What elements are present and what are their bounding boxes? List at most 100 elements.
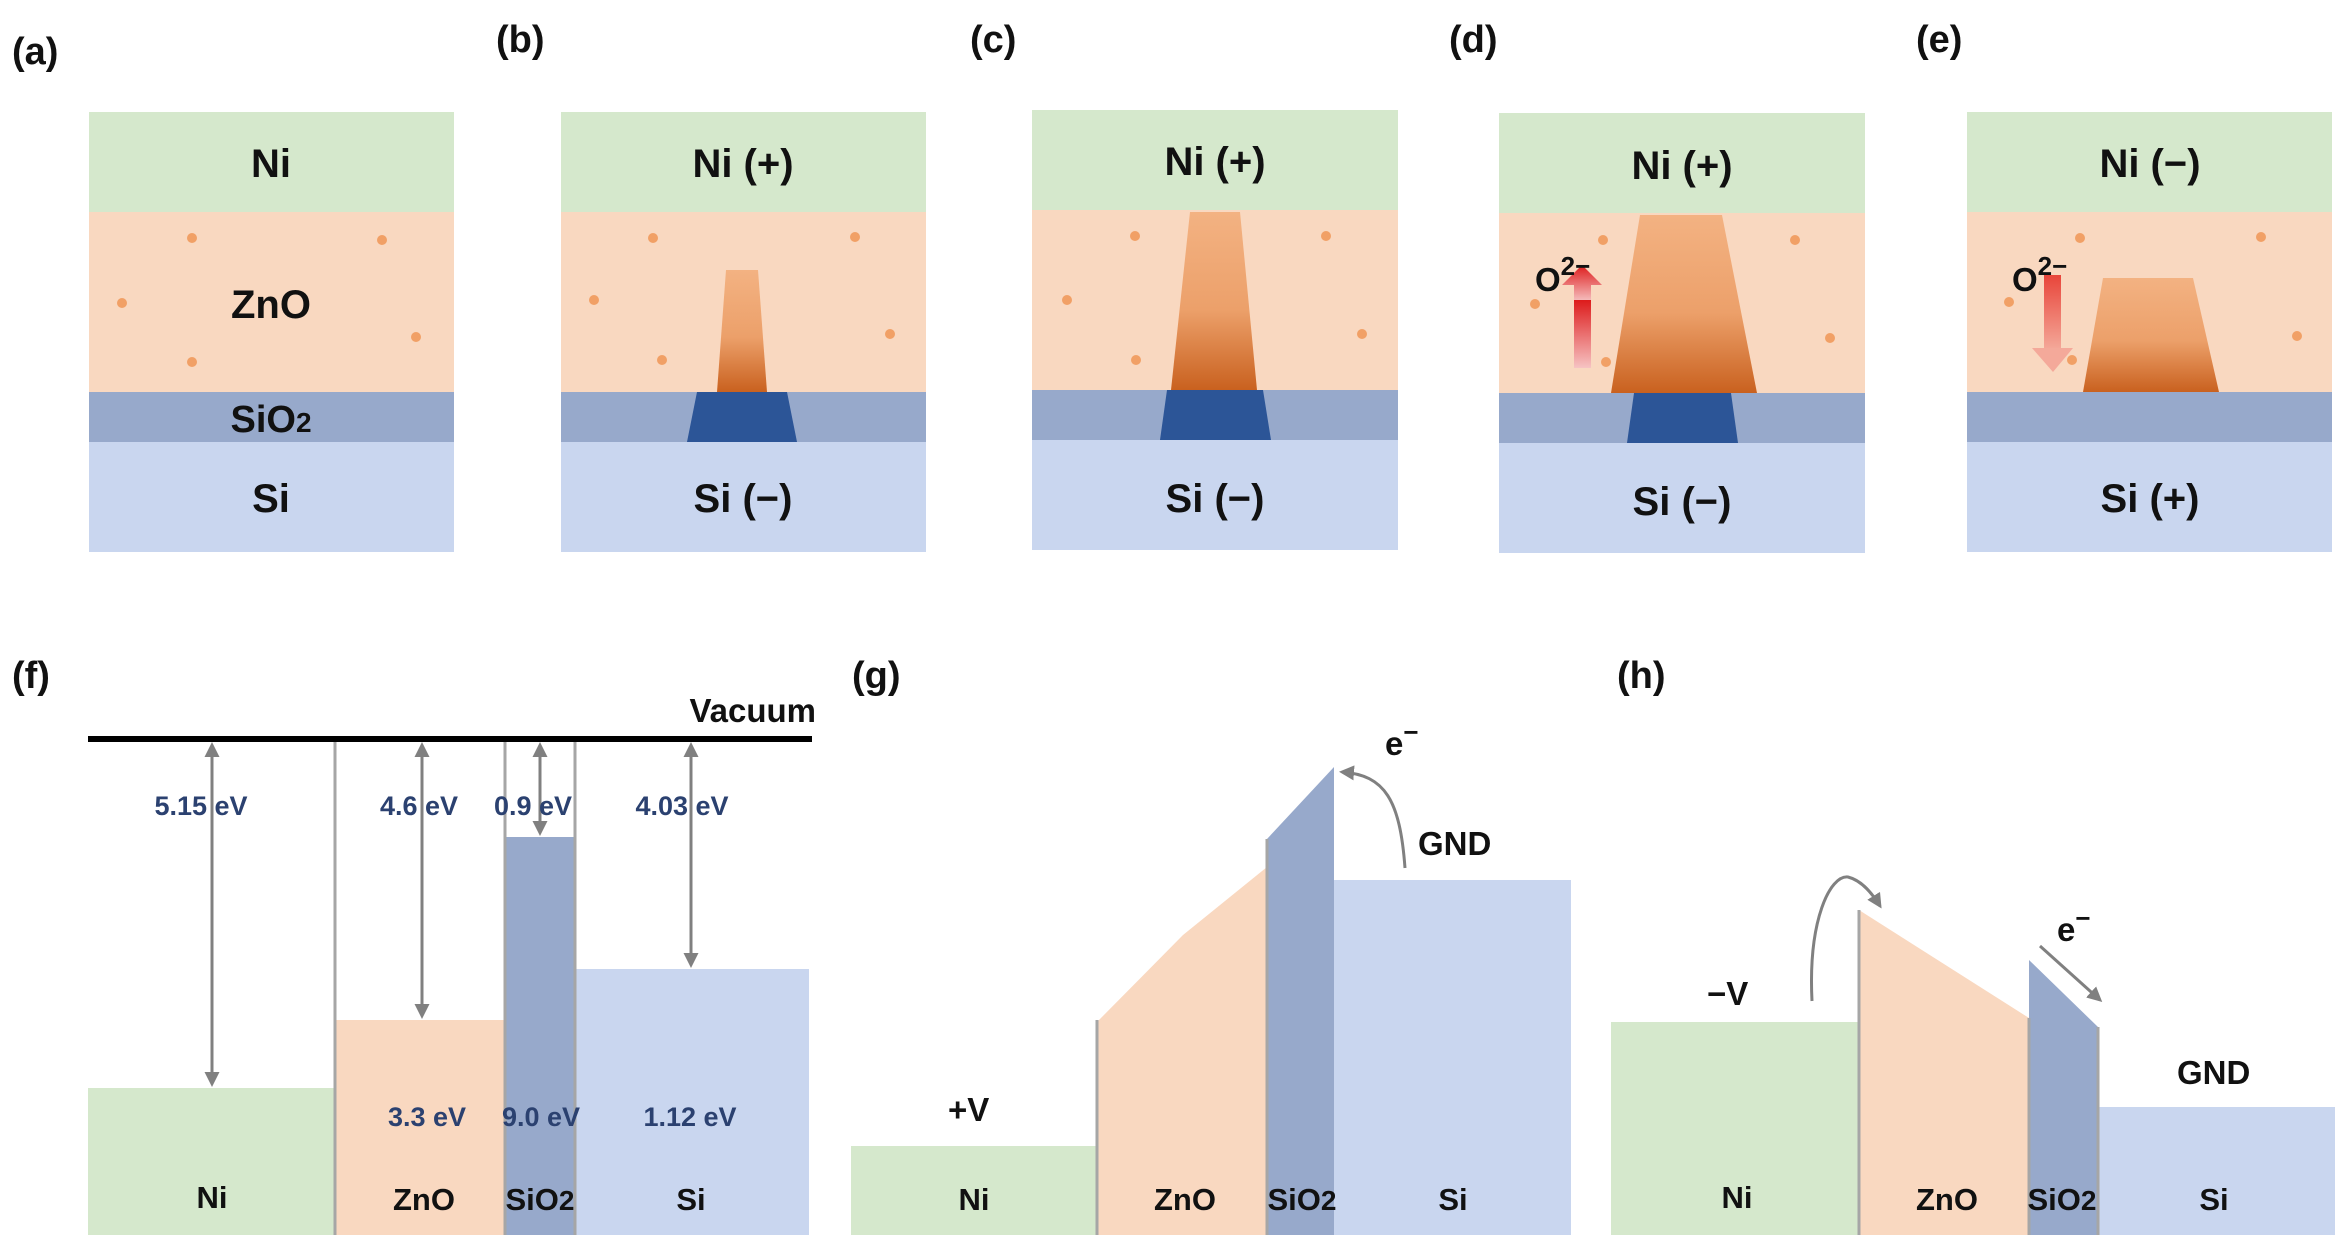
vacancy-dot bbox=[2067, 355, 2077, 365]
oxygen-vacancies bbox=[2004, 232, 2302, 365]
electron-tunnel-arrow bbox=[2038, 944, 2103, 1003]
ni-label: Ni (−) bbox=[2099, 142, 2200, 186]
vacancy-dot bbox=[1601, 357, 1611, 367]
si-layer bbox=[89, 442, 454, 552]
ni-label: Ni (+) bbox=[692, 142, 793, 186]
sio2-filament bbox=[687, 392, 797, 442]
panel-c-label: (c) bbox=[970, 19, 1016, 61]
si-layer bbox=[1499, 443, 1865, 553]
ni-band bbox=[851, 1146, 1097, 1235]
oxygen-ion-down-arrow bbox=[2032, 275, 2073, 372]
oxygen-ion-label: O2− bbox=[2012, 251, 2067, 298]
zno-label: ZnO bbox=[231, 283, 311, 327]
ni-band bbox=[88, 1088, 335, 1235]
si-layer bbox=[1032, 440, 1398, 550]
si-band bbox=[575, 969, 809, 1235]
gnd-label: GND bbox=[2177, 1054, 2250, 1091]
si-label: Si (−) bbox=[1166, 477, 1265, 521]
sio2-label: SiO2 bbox=[2028, 1182, 2097, 1217]
ni-label: Ni bbox=[251, 142, 291, 186]
oxygen-vacancies bbox=[1062, 231, 1367, 365]
ni-label: Ni bbox=[959, 1182, 990, 1217]
vacancy-dot bbox=[850, 232, 860, 242]
vacancy-dot bbox=[187, 357, 197, 367]
vacancy-dot bbox=[2075, 233, 2085, 243]
vacancy-dot bbox=[1825, 333, 1835, 343]
si-label: Si bbox=[2199, 1182, 2228, 1217]
vacancy-dot bbox=[2292, 331, 2302, 341]
vacancy-dot bbox=[1790, 235, 1800, 245]
oxygen-vacancies bbox=[1530, 235, 1835, 367]
sio2-affinity: 0.9 eV bbox=[494, 791, 572, 821]
panel-a-label: (a) bbox=[12, 31, 58, 73]
vacancy-dot bbox=[1062, 295, 1072, 305]
zno-band bbox=[335, 1020, 505, 1235]
panel-b: (b) Ni (+) Si (−) bbox=[496, 19, 926, 552]
vacancy-dot bbox=[117, 298, 127, 308]
interface-lines bbox=[333, 740, 577, 1235]
sio2-filament bbox=[1160, 390, 1271, 440]
vacancy-dot bbox=[377, 235, 387, 245]
sio2-label: SiO2 bbox=[230, 399, 311, 441]
zno-layer bbox=[89, 212, 454, 392]
vacancy-dot bbox=[648, 233, 658, 243]
panel-f: (f) Vacuum 5.15 eV 4.6 eV 0.9 eV 4.03 eV… bbox=[12, 655, 816, 1235]
conductive-filament bbox=[1611, 215, 1757, 393]
si-label: Si bbox=[1438, 1182, 1467, 1217]
oxygen-ion-label: O2− bbox=[1535, 251, 1590, 298]
oxygen-vacancies bbox=[589, 232, 895, 365]
panel-f-label: (f) bbox=[12, 655, 50, 697]
sio2-band bbox=[1267, 839, 1334, 1235]
panel-h-label: (h) bbox=[1617, 655, 1666, 697]
si-label: Si (+) bbox=[2101, 477, 2200, 521]
energy-arrows bbox=[204, 742, 699, 1087]
ni-layer bbox=[1967, 112, 2332, 212]
zno-label: ZnO bbox=[393, 1182, 455, 1217]
vacancy-dot bbox=[1131, 355, 1141, 365]
panel-c: (c) Ni (+) Si (−) bbox=[970, 19, 1398, 550]
gnd-label: GND bbox=[1418, 825, 1491, 862]
electron-label: e− bbox=[1385, 717, 1419, 762]
sio2-layer bbox=[89, 392, 454, 442]
ni-label: Ni (+) bbox=[1631, 144, 1732, 188]
vacancy-dot bbox=[589, 295, 599, 305]
vacancy-dot bbox=[1130, 231, 1140, 241]
bias-label: +V bbox=[948, 1091, 989, 1128]
ni-label: Ni bbox=[197, 1180, 228, 1215]
ni-label: Ni (+) bbox=[1164, 140, 1265, 184]
electron-arrow bbox=[1339, 765, 1407, 869]
si-layer bbox=[1967, 442, 2332, 552]
vacancy-dot bbox=[885, 329, 895, 339]
ni-layer bbox=[561, 112, 926, 212]
zno-band bbox=[1859, 910, 2029, 1235]
vacancy-dot bbox=[187, 233, 197, 243]
interface-lines bbox=[1857, 910, 2100, 1235]
zno-label: ZnO bbox=[1916, 1182, 1978, 1217]
ni-band bbox=[1611, 1022, 1859, 1235]
vacancy-dot bbox=[1357, 329, 1367, 339]
vacancy-dot bbox=[1530, 299, 1540, 309]
si-band bbox=[1334, 880, 1571, 1235]
panel-g: (g) e− GND +V Ni ZnO SiO2 Si bbox=[851, 655, 1571, 1235]
si-label: Si bbox=[676, 1182, 705, 1217]
sio2-bandgap: 9.0 eV bbox=[502, 1102, 580, 1132]
ni-layer bbox=[89, 112, 454, 212]
sio2-label: SiO2 bbox=[506, 1182, 575, 1217]
zno-label: ZnO bbox=[1154, 1182, 1216, 1217]
sio2-filament bbox=[1627, 393, 1738, 443]
interface-lines bbox=[1095, 839, 1269, 1235]
vacuum-label: Vacuum bbox=[689, 692, 816, 729]
si-band bbox=[2098, 1107, 2335, 1235]
panel-h: (h) e− −V GND Ni ZnO SiO2 Si bbox=[1611, 655, 2335, 1235]
vacancy-dot bbox=[1598, 235, 1608, 245]
si-label: Si (−) bbox=[1633, 480, 1732, 524]
zno-bandgap: 3.3 eV bbox=[388, 1102, 466, 1132]
oxygen-vacancies bbox=[117, 233, 421, 367]
panel-d-label: (d) bbox=[1449, 19, 1498, 61]
sio2-barrier-tip bbox=[1267, 767, 1334, 839]
zno-band bbox=[1097, 867, 1267, 1235]
conductive-filament bbox=[717, 270, 767, 392]
conductive-filament bbox=[2083, 278, 2219, 392]
panel-b-label: (b) bbox=[496, 19, 545, 61]
